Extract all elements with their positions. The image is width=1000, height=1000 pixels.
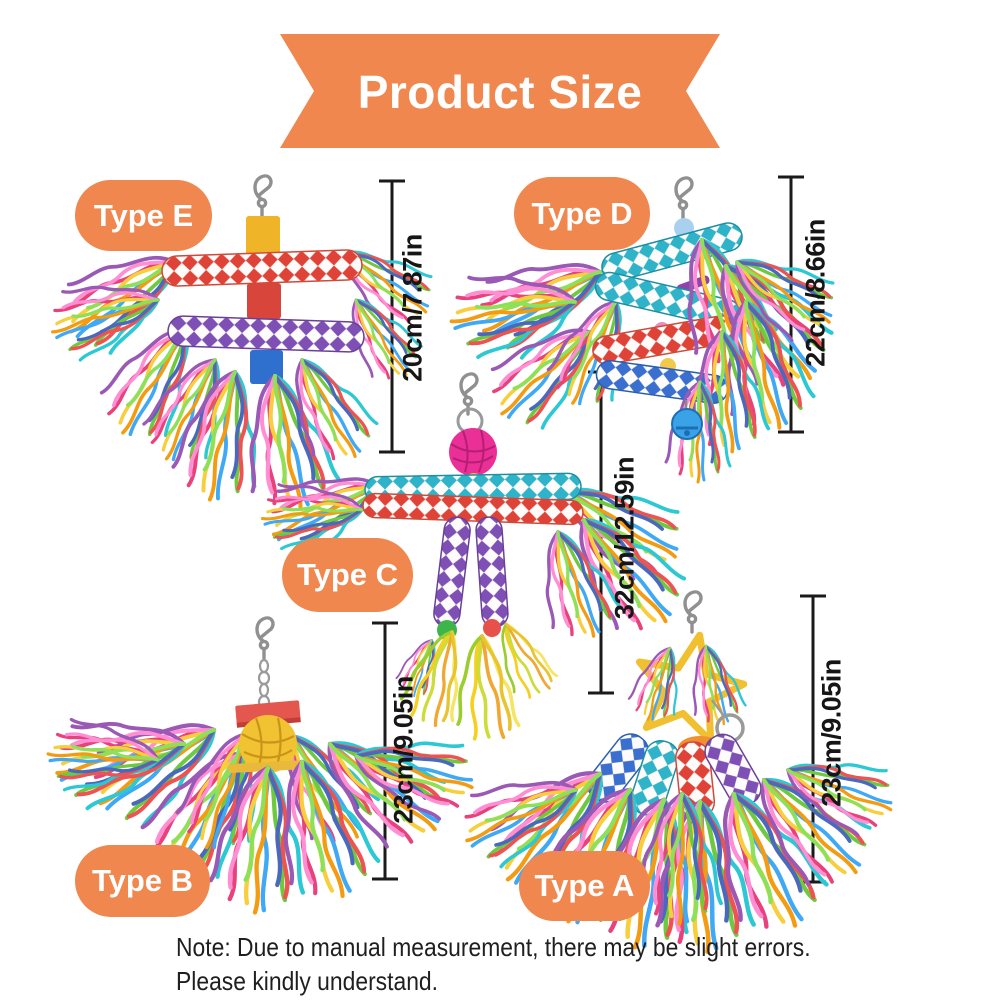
hanging-clip-icon	[674, 176, 694, 220]
page-title: Product Size	[357, 66, 643, 118]
toy-type-c	[255, 372, 700, 746]
dimension-label-a: 23cm/9.05in	[816, 659, 847, 807]
measurement-note: Note: Due to manual measurement, there m…	[176, 930, 811, 998]
hanging-clip-icon	[255, 616, 275, 660]
type-label-c-text: Type C	[296, 557, 399, 592]
type-label-e-text: Type E	[93, 197, 194, 233]
title-ribbon	[280, 34, 720, 148]
toy-type-b	[45, 616, 483, 916]
dimension-label-d: 22cm/8.66in	[800, 219, 831, 367]
note-line-1: Note: Due to manual measurement, there m…	[176, 932, 811, 962]
dimension-label-b: 23cm/9.05in	[388, 676, 419, 824]
type-label-d-text: Type D	[531, 195, 633, 231]
chain	[257, 658, 271, 710]
type-label-b: Type B	[75, 845, 210, 917]
dimension-label-e: 20cm/7.87in	[397, 234, 428, 382]
hanging-clip-icon	[253, 174, 273, 218]
type-label-a-text: Type A	[534, 868, 635, 903]
type-label-d: Type D	[514, 177, 650, 250]
note-line-2: Please kindly understand.	[176, 966, 439, 996]
measure-line-type-e	[379, 179, 405, 454]
toy-type-d	[442, 176, 850, 484]
dimension-label-c: 32cm/12.59in	[609, 456, 640, 620]
type-label-c: Type C	[282, 538, 413, 612]
hanging-clip-icon	[683, 590, 703, 634]
rattan-ball-yellow	[239, 715, 297, 773]
bell-icon	[671, 400, 703, 440]
type-label-a: Type A	[519, 851, 650, 921]
type-label-e: Type E	[75, 180, 212, 251]
toy-type-a	[448, 590, 905, 956]
toy-type-e	[40, 174, 446, 518]
rattan-ball-pink	[449, 428, 497, 476]
type-label-b-text: Type B	[91, 863, 194, 898]
